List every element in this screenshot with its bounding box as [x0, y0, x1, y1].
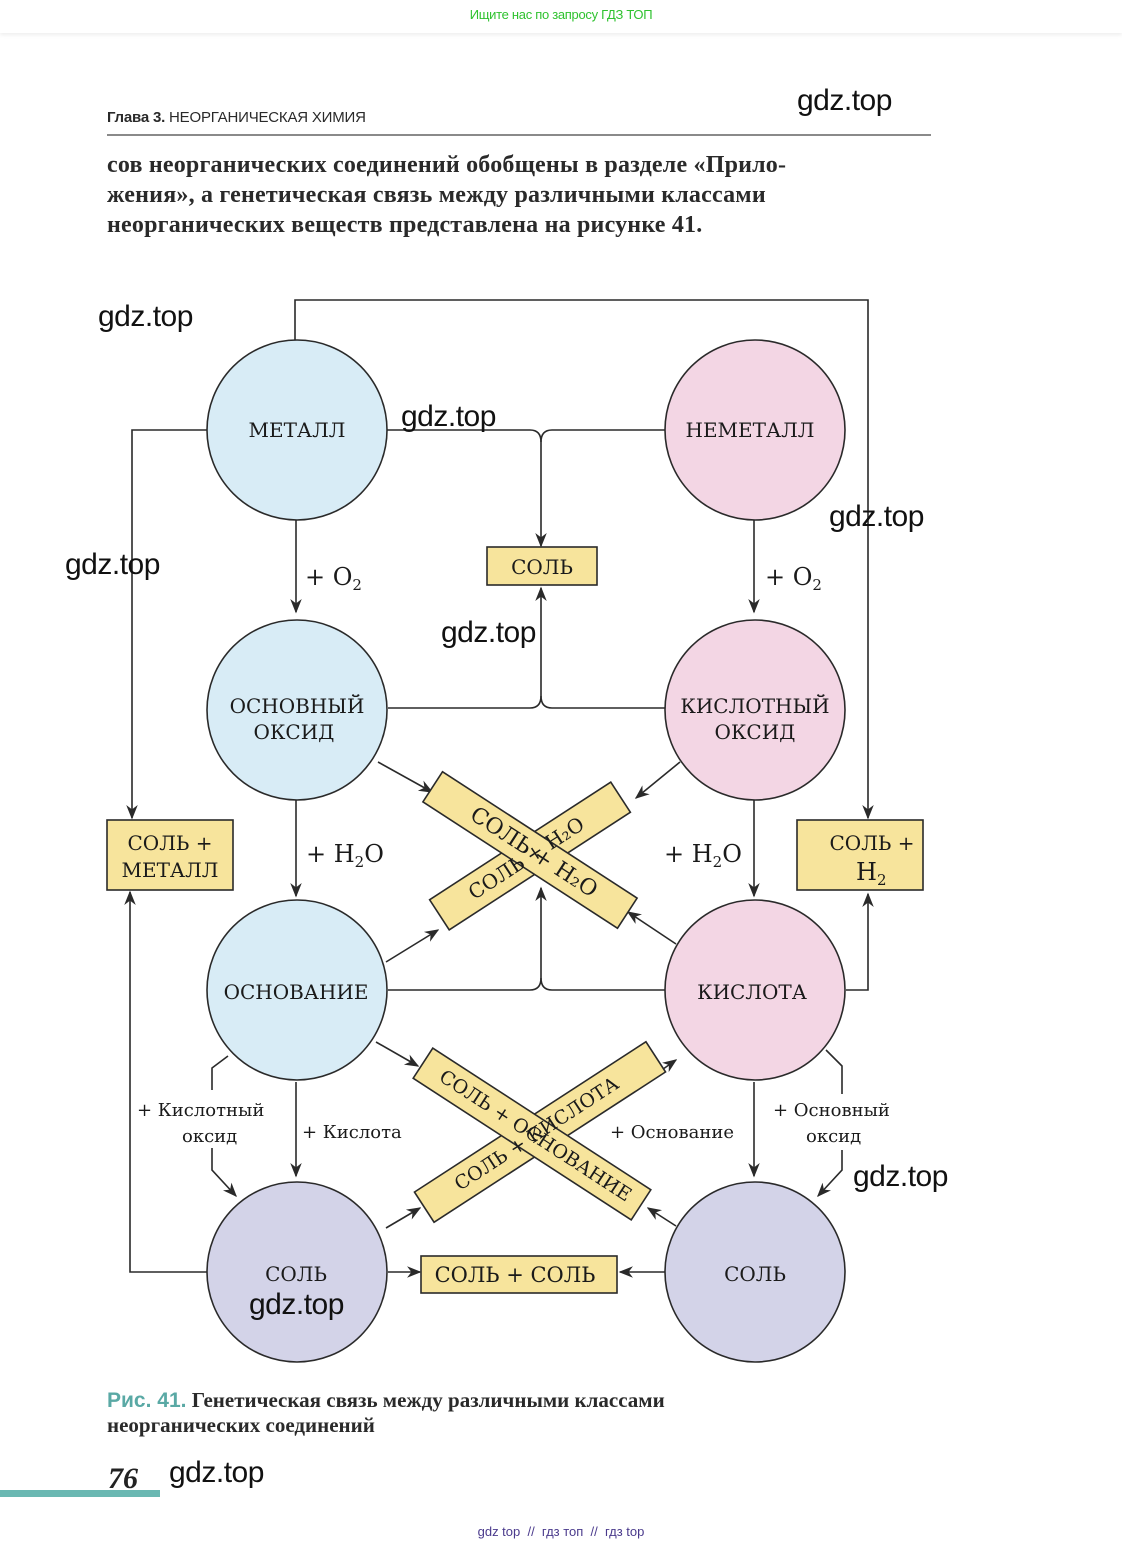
- page-number-bar: [0, 1490, 160, 1497]
- node-acidic-oxide: [664, 619, 846, 801]
- label-plus-basic-oxide: + Основный: [773, 1100, 890, 1121]
- label-plus-acid: + Кислота: [302, 1122, 402, 1143]
- box-salt-h2-label: СОЛЬ +: [830, 831, 915, 855]
- connector-base-to-cross2: [375, 1041, 420, 1067]
- connector-acid-to-salt-h2: [846, 892, 874, 991]
- header-rule: [107, 134, 931, 136]
- watermark: gdz.top: [249, 1288, 344, 1321]
- label-plus-basic-oxide: оксид: [806, 1126, 861, 1147]
- connector-acidic-oxide-to-cross: [634, 761, 681, 799]
- node-salt-left: [206, 1181, 388, 1363]
- box-salt-metal-label: СОЛЬ +: [128, 831, 213, 855]
- node-basic-oxide: [206, 619, 388, 801]
- top-banner-text: Ищите нас по запросу ГДЗ ТОП: [469, 7, 653, 22]
- node-metal-label: МЕТАЛЛ: [249, 418, 346, 442]
- box-salt-h2-formula: H2: [856, 858, 886, 889]
- box-salt-salt-label: СОЛЬ + СОЛЬ: [435, 1263, 596, 1287]
- connector-metal-to-salt: [387, 429, 547, 548]
- watermark: gdz.top: [169, 1456, 264, 1489]
- watermark: gdz.top: [98, 300, 193, 333]
- connector-base-to-cross: [385, 929, 440, 963]
- box-salt-top-label: СОЛЬ: [511, 555, 573, 579]
- connector-acid-to-salt-basic-oxide: [818, 1049, 843, 1196]
- chapter-label: Глава 3.: [107, 109, 166, 126]
- node-acidic-oxide-label: ОКСИД: [715, 720, 796, 744]
- connector-salt-to-cross2: [385, 1207, 422, 1229]
- node-acid-label: КИСЛОТА: [697, 980, 807, 1004]
- page-number: 76: [108, 1462, 138, 1495]
- label-plus-h2o-left: + H2O: [306, 840, 384, 871]
- label-plus-o2-right: + O2: [765, 563, 822, 594]
- box-salt-metal: [106, 819, 234, 891]
- node-base-label: ОСНОВАНИЕ: [224, 980, 369, 1004]
- figure-label: Рис. 41.: [107, 1389, 187, 1412]
- label-plus-o2-left: + O2: [305, 563, 362, 594]
- box-salt-h2: [796, 819, 924, 891]
- box-salt-salt: [420, 1255, 618, 1294]
- node-acid: [664, 899, 846, 1081]
- node-salt-left-label: СОЛЬ: [265, 1262, 327, 1286]
- box-cross-salt-water-a: [421, 770, 639, 930]
- node-salt-right: [664, 1181, 846, 1363]
- connector-basic-oxide-to-cross: [377, 761, 434, 793]
- node-base: [206, 899, 388, 1081]
- chapter-title: НЕОРГАНИЧЕСКАЯ ХИМИЯ: [169, 109, 366, 126]
- label-plus-base: + Основание: [610, 1122, 734, 1143]
- body-line: неорганических веществ представлена на р…: [107, 212, 703, 238]
- top-banner: Ищите нас по запросу ГДЗ ТОП: [0, 0, 1122, 33]
- footer-links: gdz top // гдз топ // гдз top: [477, 1524, 645, 1539]
- body-line: сов неорганических соединений обобщены в…: [107, 152, 787, 178]
- body-line: жения», а генетическая связь между разли…: [107, 182, 766, 208]
- node-basic-oxide-label: ОКСИД: [254, 720, 335, 744]
- node-nonmetal-label: НЕМЕТАЛЛ: [686, 418, 815, 442]
- watermark: gdz.top: [401, 400, 496, 433]
- watermark: gdz.top: [65, 548, 160, 581]
- watermark: gdz.top: [797, 84, 892, 117]
- node-basic-oxide-label: ОСНОВНЫЙ: [230, 693, 365, 718]
- label-plus-h2o-right: + H2O: [664, 840, 742, 871]
- box-salt-top: [486, 546, 598, 586]
- label-plus-acidic-oxide: + Кислотный: [137, 1100, 264, 1121]
- watermark: gdz.top: [853, 1160, 948, 1193]
- watermark: gdz.top: [829, 500, 924, 533]
- node-nonmetal: [664, 339, 846, 521]
- connector-base-to-salt-acidic-oxide: [211, 1055, 236, 1196]
- box-salt-metal-label: МЕТАЛЛ: [122, 858, 219, 882]
- connector-salt-right-to-cross2: [646, 1207, 677, 1227]
- node-salt-right-label: СОЛЬ: [724, 1262, 786, 1286]
- figure-caption: Рис. 41. Генетическая связь между различ…: [107, 1388, 665, 1438]
- watermark: gdz.top: [441, 616, 536, 649]
- chapter-header: Глава 3. НЕОРГАНИЧЕСКАЯ ХИМИЯ: [107, 109, 366, 126]
- node-acidic-oxide-label: КИСЛОТНЫЙ: [680, 693, 829, 718]
- connector-salt-to-salt-metal: [124, 890, 207, 1273]
- body-paragraph: сов неорганических соединений обобщены в…: [107, 150, 935, 240]
- label-plus-acidic-oxide: оксид: [182, 1126, 237, 1147]
- caption-line: Генетическая связь между различными клас…: [191, 1388, 665, 1412]
- node-metal: [206, 339, 388, 521]
- connector-metal-to-salt-metal: [126, 429, 207, 820]
- connector-acid-to-cross: [626, 911, 677, 945]
- box-cross-salt-base: [412, 1046, 652, 1222]
- connector-nonmetal-to-salt: [540, 429, 665, 443]
- caption-line: неорганических соединений: [107, 1413, 375, 1437]
- connector-metal-to-salt-h2: [294, 299, 874, 820]
